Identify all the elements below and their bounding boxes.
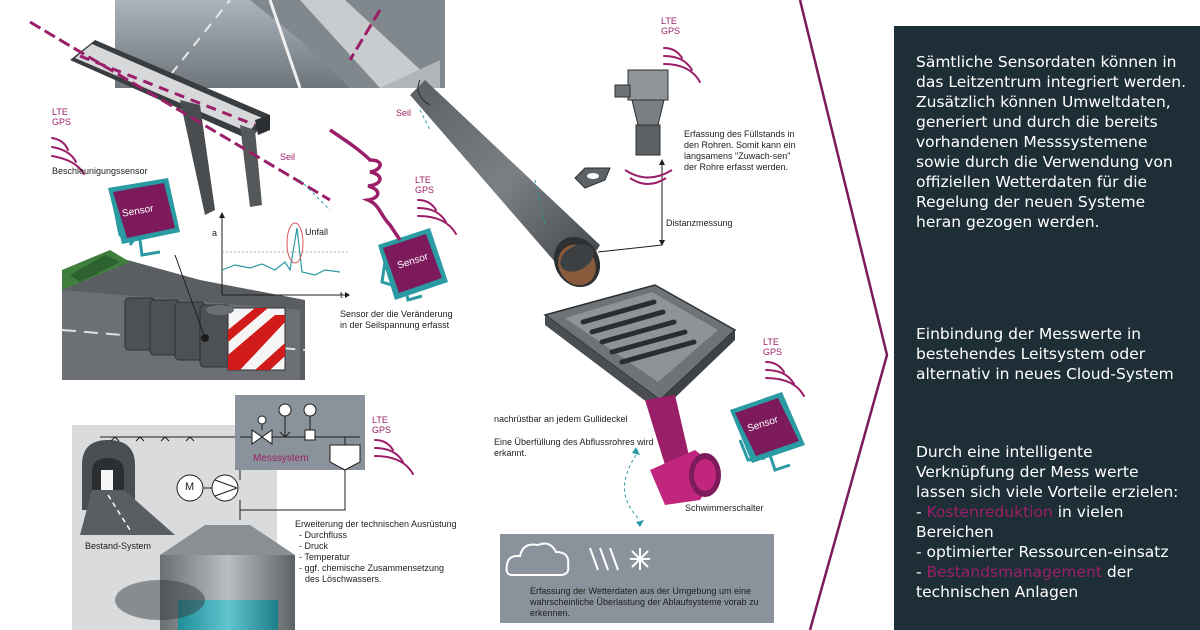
tank bbox=[115, 525, 295, 630]
pid-schematic bbox=[240, 403, 361, 471]
info-panel: Sämtliche Sensordaten können in das Leit… bbox=[894, 26, 1200, 630]
axis-t-label: t bbox=[340, 290, 343, 300]
beschleunigung-label: Beschleunigungssensor bbox=[52, 166, 148, 176]
erweiterung-item: - Temperatur bbox=[299, 552, 350, 562]
axis-a-label: a bbox=[212, 228, 218, 238]
wetter-label: Erfassung der Wetterdaten aus der Umgebu… bbox=[530, 586, 759, 618]
drain-pipe bbox=[410, 79, 601, 288]
fuellstand-label: Erfassung des Füllstands in den Rohren. … bbox=[684, 129, 796, 172]
erweiterung-block: Erweiterung der technischen Ausrüstung -… bbox=[295, 519, 457, 585]
drain-grate bbox=[543, 284, 737, 412]
sensor-device bbox=[378, 228, 448, 302]
tension-spring-icon bbox=[329, 128, 402, 241]
motor-label: M bbox=[185, 481, 195, 493]
chevron-divider bbox=[798, 0, 889, 630]
snow-icon bbox=[630, 548, 650, 570]
panel-benefits: Durch eine intelligente Verknüpfung der … bbox=[916, 442, 1191, 602]
cloud-icon bbox=[505, 542, 570, 576]
signal-waves-icon bbox=[51, 47, 805, 475]
erweiterung-item: - Druck bbox=[299, 541, 328, 551]
seilspannung-label: Sensor der die Veränderung in der Seilsp… bbox=[340, 309, 453, 330]
unfall-label: Unfall bbox=[305, 227, 329, 237]
guardrail bbox=[70, 40, 270, 215]
benefit-accent: Kostenreduktion bbox=[926, 503, 1053, 521]
panel-paragraph-2: Einbindung der Messwerte in bestehendes … bbox=[916, 325, 1174, 383]
panel-paragraph-1: Sämtliche Sensordaten können in das Leit… bbox=[916, 53, 1187, 231]
cable-line bbox=[29, 20, 331, 202]
schwimmer-label: Schwimmerschalter bbox=[685, 503, 764, 513]
erweiterung-title: Erweiterung der technischen Ausrüstung bbox=[295, 519, 457, 529]
erweiterung-item: - ggf. chemische Zusammensetzung bbox=[299, 563, 445, 573]
messsystem-label: Messsystem bbox=[253, 453, 309, 464]
level-sensor bbox=[614, 69, 673, 185]
sprinkler-line bbox=[100, 436, 241, 480]
accel-graph bbox=[219, 212, 350, 298]
benefit-item: - Bestandsmanagement der technischen Anl… bbox=[916, 563, 1133, 601]
sensor-device bbox=[108, 178, 180, 257]
benefit-item: - optimierter Ressourcen-einsatz bbox=[916, 543, 1169, 561]
benefit-item: - Kostenreduktion in vielen Bereichen bbox=[916, 503, 1124, 541]
nut-icon bbox=[574, 167, 611, 189]
illustration-canvas bbox=[29, 0, 889, 630]
distanz-label: Distanzmessung bbox=[666, 218, 733, 228]
panel-benefits-intro: Durch eine intelligente Verknüpfung der … bbox=[916, 443, 1179, 501]
gullideckel-label: nachrüstbar an jedem Gullideckel bbox=[494, 414, 628, 424]
weather-box bbox=[500, 534, 774, 623]
benefit-accent: Bestandsmanagement bbox=[926, 563, 1102, 581]
barrel-scene bbox=[61, 250, 306, 380]
erweiterung-item: des Löschwassers. bbox=[305, 574, 382, 584]
rain-icon bbox=[589, 547, 619, 571]
ueberfuellung-label: Eine Überfüllung des Abflussrohres wird … bbox=[494, 437, 654, 458]
float-switch bbox=[645, 395, 721, 505]
pump-icon bbox=[203, 474, 239, 502]
erweiterung-item: - Durchfluss bbox=[299, 530, 348, 540]
seil-label: Seil bbox=[280, 152, 296, 162]
seil-label: Seil bbox=[396, 108, 412, 118]
tunnel-icon bbox=[80, 440, 175, 535]
sensor-device bbox=[730, 392, 805, 472]
bestand-label: Bestand-System bbox=[85, 541, 152, 551]
